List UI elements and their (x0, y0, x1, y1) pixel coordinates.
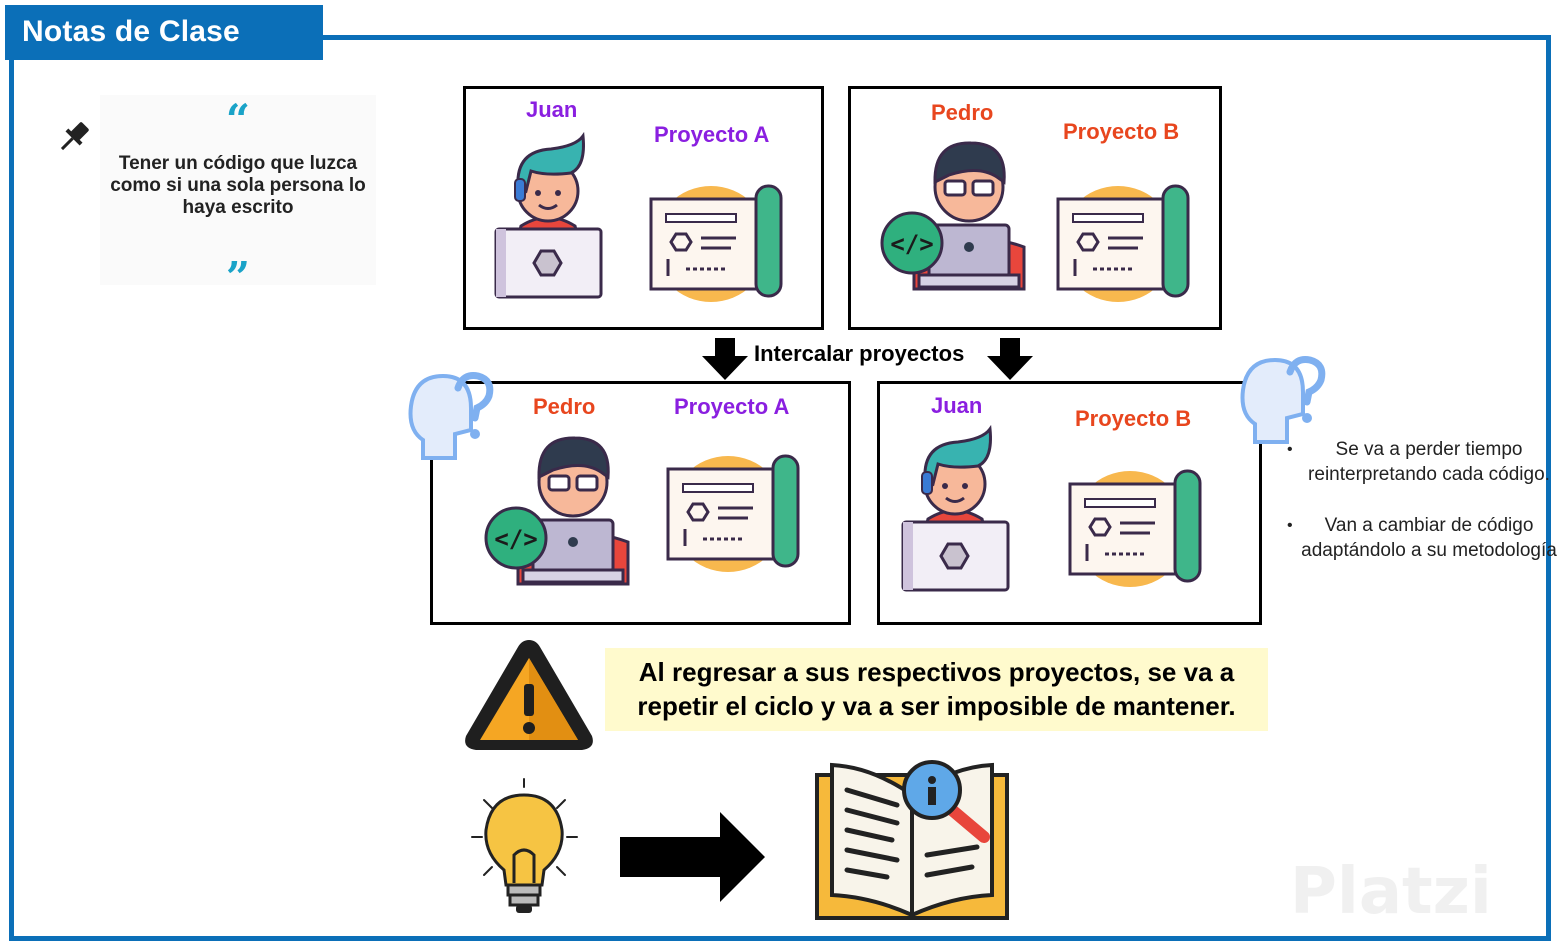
panel-juan-proyecto-b: Juan Proyecto B (877, 381, 1262, 625)
person-label: Pedro (931, 100, 994, 125)
person-label: Pedro (533, 394, 596, 419)
blueprint-icon (649, 184, 783, 302)
developer-icon (901, 424, 1010, 592)
panel-pedro-proyecto-a: Pedro Proyecto A </> (430, 381, 851, 625)
svg-text:</>: </> (890, 230, 933, 258)
page-title: Notas de Clase (5, 5, 323, 60)
book-info-icon (815, 760, 1009, 920)
arrow-right-icon (620, 812, 765, 902)
platzi-watermark: Platzi (1290, 855, 1492, 929)
notes-frame (9, 35, 1551, 941)
list-item: Se va a perder tiempo reinterpretando ca… (1287, 437, 1557, 487)
list-item: Van a cambiar de código adaptándolo a su… (1287, 513, 1557, 563)
svg-text:</>: </> (494, 525, 537, 553)
warning-line-2: repetir el ciclo y va a ser imposible de… (637, 691, 1236, 721)
blueprint-icon (1068, 469, 1202, 587)
blueprint-icon (1056, 184, 1190, 302)
arrow-down-icon (702, 338, 748, 380)
warning-line-1: Al regresar a sus respectivos proyectos,… (638, 657, 1235, 687)
confused-head-icon (1240, 356, 1326, 444)
confused-head-icon (408, 372, 494, 460)
person-label: Juan (526, 97, 578, 122)
developer-icon (494, 131, 603, 299)
panel-pedro-proyecto-b: Pedro Proyecto B </> (848, 86, 1222, 330)
blueprint-icon (666, 454, 800, 572)
open-quote-mark: “ (225, 95, 251, 144)
project-label: Proyecto A (674, 394, 790, 419)
quote-card: “ Tener un código que luzca como si una … (100, 95, 376, 299)
project-label: Proyecto A (654, 122, 770, 147)
project-label: Proyecto B (1075, 406, 1192, 431)
coder-icon: </> (484, 436, 630, 586)
quote-text: Tener un código que luzca como si una so… (110, 153, 366, 218)
lightbulb-icon (471, 778, 578, 913)
pushpin-icon (60, 122, 89, 151)
person-label: Juan (931, 393, 983, 418)
close-quote-mark: ” (225, 253, 251, 302)
consequences-list: Se va a perder tiempo reinterpretando ca… (1287, 437, 1557, 589)
warning-message: Al regresar a sus respectivos proyectos,… (605, 648, 1268, 731)
warning-icon (465, 640, 593, 750)
coder-icon: </> (880, 141, 1026, 291)
transition-label: Intercalar proyectos (754, 341, 965, 366)
project-label: Proyecto B (1063, 119, 1180, 144)
panel-juan-proyecto-a: Juan Proyecto A (463, 86, 824, 330)
arrow-down-icon (987, 338, 1033, 380)
